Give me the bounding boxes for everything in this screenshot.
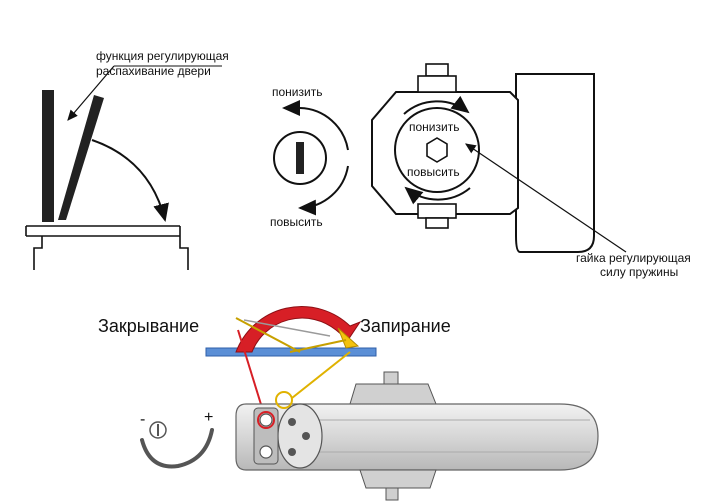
adjustment-dial: понизить повысить (270, 85, 349, 229)
mounting-plate (515, 73, 595, 253)
hex-nut-icon (426, 137, 448, 163)
body-increase-label: повысить (407, 165, 460, 179)
dial-arc-top (299, 107, 349, 151)
door-frame (25, 225, 189, 270)
door-position-line-2 (243, 319, 331, 337)
end-cap-screw-3 (288, 448, 296, 456)
valve-arc (140, 428, 214, 469)
door-position-line-1 (235, 317, 301, 353)
door-position-line-3 (289, 339, 347, 353)
body-reduce-label: понизить (409, 120, 459, 134)
valve-adjustment: - + (140, 409, 214, 469)
bottom-bolt-collar (417, 203, 457, 219)
spring-nut-label-1: гайка регулирующая (576, 251, 691, 265)
latching-valve-screw (259, 445, 273, 459)
top-bolt-collar (417, 75, 457, 93)
end-cap-screw-1 (288, 418, 296, 426)
closer-side-view (235, 371, 599, 501)
dial-arc-bottom (298, 165, 349, 216)
latching-leader (291, 351, 351, 399)
door-swing-diagram: функция регулирующая распахивание двери (25, 49, 229, 270)
opening-function-label-2: распахивание двери (96, 64, 211, 78)
body-arc-bottom (404, 186, 471, 205)
closing-valve-screw (259, 413, 273, 427)
opening-function-label-1: функция регулирующая (96, 49, 229, 63)
top-bolt-head (425, 63, 449, 77)
swing-arc (91, 139, 169, 222)
side-bottom-bolt (385, 487, 399, 501)
latching-arrow (337, 327, 360, 349)
closing-arrow (235, 306, 362, 353)
closing-label: Закрывание (98, 316, 199, 336)
latching-label: Запирание (360, 316, 451, 336)
side-bottom-bracket (359, 469, 437, 489)
closing-latching-diagram: Закрывание Запирание (98, 306, 451, 441)
minus-label: - (140, 411, 145, 428)
body-arc-top (403, 95, 470, 115)
dial-reduce-label: понизить (272, 85, 322, 99)
closer-end-view: понизить повысить гайка регулирующая сил… (371, 63, 691, 279)
dial-slot (296, 142, 304, 174)
opening-function-leader (67, 65, 115, 121)
side-top-bolt (383, 371, 399, 385)
door-open-panel (58, 95, 104, 220)
plus-label: + (204, 409, 213, 426)
end-cap-screw-2 (302, 432, 310, 440)
dial-increase-label: повысить (270, 215, 323, 229)
closing-valve-highlight (257, 411, 275, 429)
spring-nut-leader (465, 143, 627, 253)
side-top-bracket (349, 383, 437, 405)
door-closed-panel (42, 90, 54, 222)
cylinder-end-cap (277, 403, 323, 469)
spring-nut-label-2: силу пружины (600, 265, 678, 279)
bottom-bolt-head (425, 217, 449, 229)
latching-valve-highlight (275, 391, 293, 409)
